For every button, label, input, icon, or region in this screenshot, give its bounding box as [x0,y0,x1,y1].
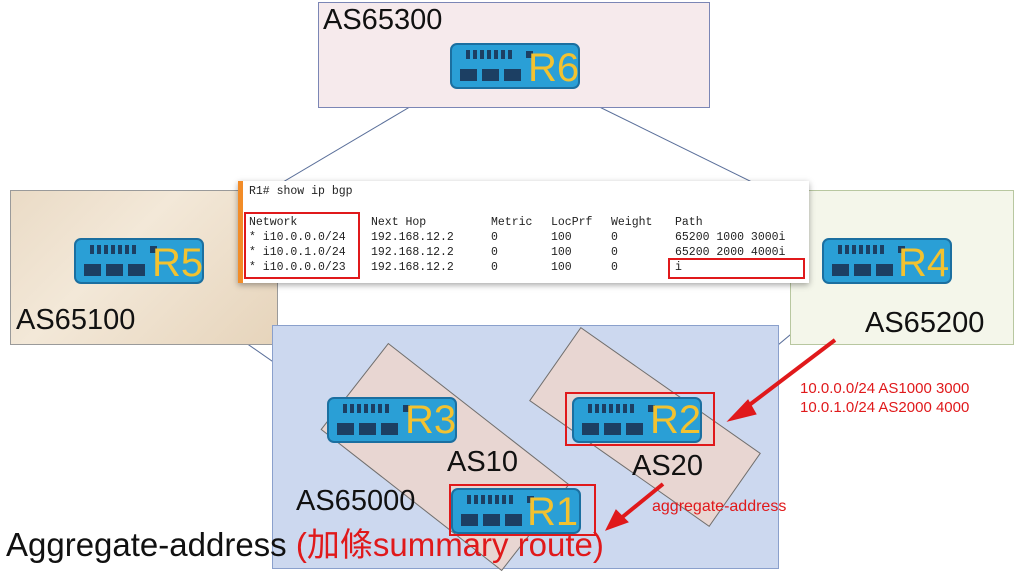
row2-path: 65200 2000 4000i [675,246,786,259]
row1-weight: 0 [611,231,618,244]
router-r1-label: R1 [527,490,579,534]
arrow-to-r2-head [726,399,757,422]
network-column-highlight [244,212,360,279]
row2-next-hop: 192.168.12.2 [371,246,454,259]
router-r3-label: R3 [405,398,457,442]
row3-path: i [675,261,682,274]
header-path: Path [675,216,703,229]
router-r2[interactable] [572,397,702,443]
router-r4[interactable] [822,238,952,284]
row2-locprf: 100 [551,246,572,259]
header-locprf: LocPrf [551,216,593,229]
router-icon [450,43,580,89]
router-r5[interactable] [74,238,204,284]
as65100-label: AS65100 [16,304,136,336]
router-r4-label: R4 [898,241,950,285]
header-next-hop: Next Hop [371,216,427,229]
header-weight: Weight [611,216,653,229]
as65300-label: AS65300 [323,4,443,36]
router-r6[interactable] [450,43,580,89]
as10-label: AS10 [447,446,518,478]
r4-routes-line2: 10.0.1.0/24 AS2000 4000 [800,399,970,416]
arrow-to-r1 [618,482,665,521]
row2-metric: 0 [491,246,498,259]
caption-highlight: (加條summary route) [295,526,604,563]
arrow-to-r2 [742,338,837,411]
router-icon [327,397,457,443]
caption-main: Aggregate-address [6,526,287,563]
row3-network: * i10.0.0.0/23 [249,261,346,274]
r4-routes-line1: 10.0.0.0/24 AS1000 3000 [800,380,970,397]
as20-label: AS20 [632,450,703,482]
row1-locprf: 100 [551,231,572,244]
r1-highlight [449,484,596,536]
as65000-label: AS65000 [296,485,416,517]
bgp-table-output: R1# show ip bgp Network Next Hop Metric … [238,181,809,283]
router-icon [822,238,952,284]
slide-caption: Aggregate-address (加條summary route) [6,528,604,561]
row3-weight: 0 [611,261,618,274]
router-r5-label: R5 [152,241,204,285]
row3-next-hop: 192.168.12.2 [371,261,454,274]
aggregate-address-note: aggregate-address [652,498,787,515]
row2-network: * i10.0.1.0/24 [249,246,346,259]
as65200-label: AS65200 [865,307,985,339]
router-icon [74,238,204,284]
terminal-command: R1# show ip bgp [249,185,353,198]
row3-metric: 0 [491,261,498,274]
router-r2-label: R2 [650,398,702,442]
aggregate-path-highlight [668,258,805,279]
row1-path: 65200 1000 3000i [675,231,786,244]
router-r6-label: R6 [528,46,580,90]
row1-next-hop: 192.168.12.2 [371,231,454,244]
row1-metric: 0 [491,231,498,244]
row3-locprf: 100 [551,261,572,274]
router-icon [572,397,702,443]
r2-highlight [565,392,715,446]
router-r1[interactable] [451,488,581,534]
router-icon [451,488,581,534]
row2-weight: 0 [611,246,618,259]
row1-network: * i10.0.0.0/24 [249,231,346,244]
arrow-to-r1-head [604,509,629,531]
header-network: Network [249,216,298,229]
header-metric: Metric [491,216,533,229]
router-r3[interactable] [327,397,457,443]
